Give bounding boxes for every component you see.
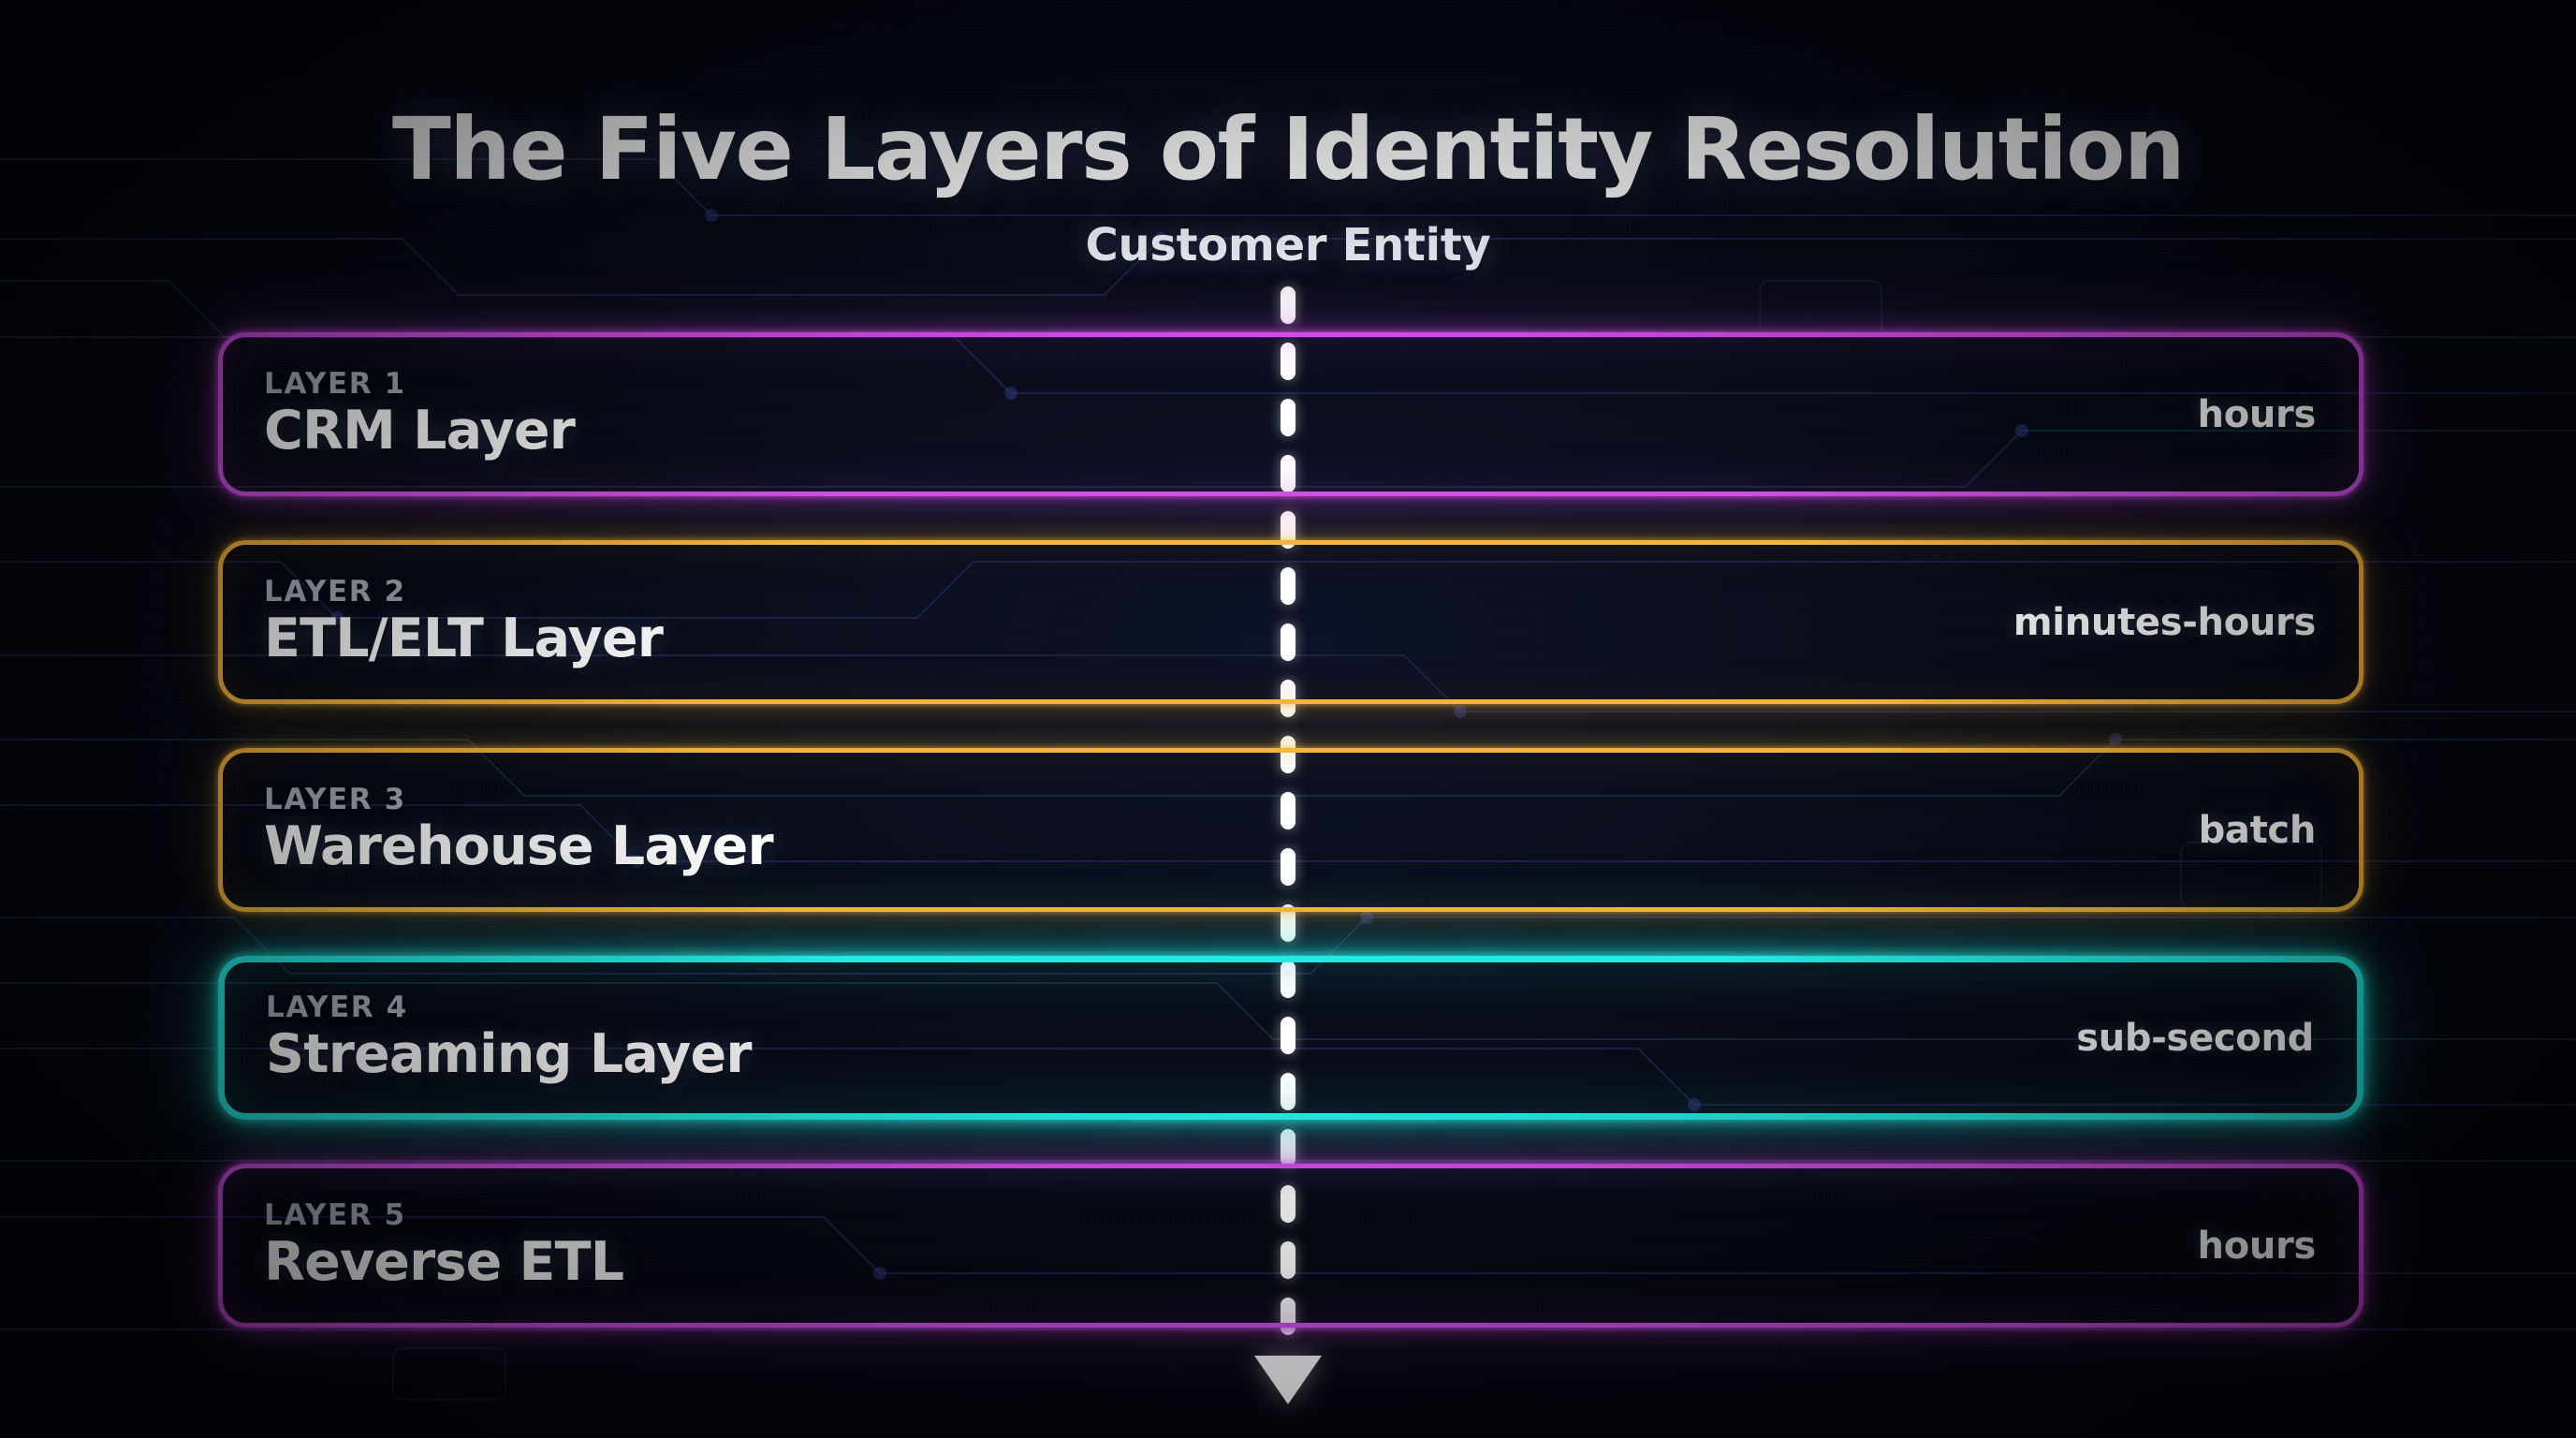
layer-latency-label: sub-second (2076, 1016, 2314, 1060)
layer-kicker: LAYER 2 (264, 574, 406, 609)
layer-kicker: LAYER 1 (264, 366, 406, 401)
layer-name: Warehouse Layer (264, 814, 774, 877)
layer-kicker: LAYER 5 (264, 1197, 406, 1232)
entity-subtitle: Customer Entity (1085, 219, 1491, 271)
layer-latency-label: hours (2197, 1224, 2317, 1268)
layer-latency-label: hours (2197, 392, 2317, 436)
layer-name: ETL/ELT Layer (264, 607, 664, 669)
page-title: The Five Layers of Identity Resolution (391, 98, 2186, 199)
layer-latency-label: minutes-hours (2012, 600, 2316, 644)
layer-name: Streaming Layer (266, 1022, 752, 1085)
flow-line-dash (1281, 286, 1295, 324)
layer-kicker: LAYER 4 (266, 990, 408, 1024)
layer-latency-label: batch (2198, 808, 2317, 852)
layer-kicker: LAYER 3 (264, 782, 406, 816)
layer-name: Reverse ETL (264, 1230, 624, 1293)
layer-name: CRM Layer (264, 399, 576, 462)
